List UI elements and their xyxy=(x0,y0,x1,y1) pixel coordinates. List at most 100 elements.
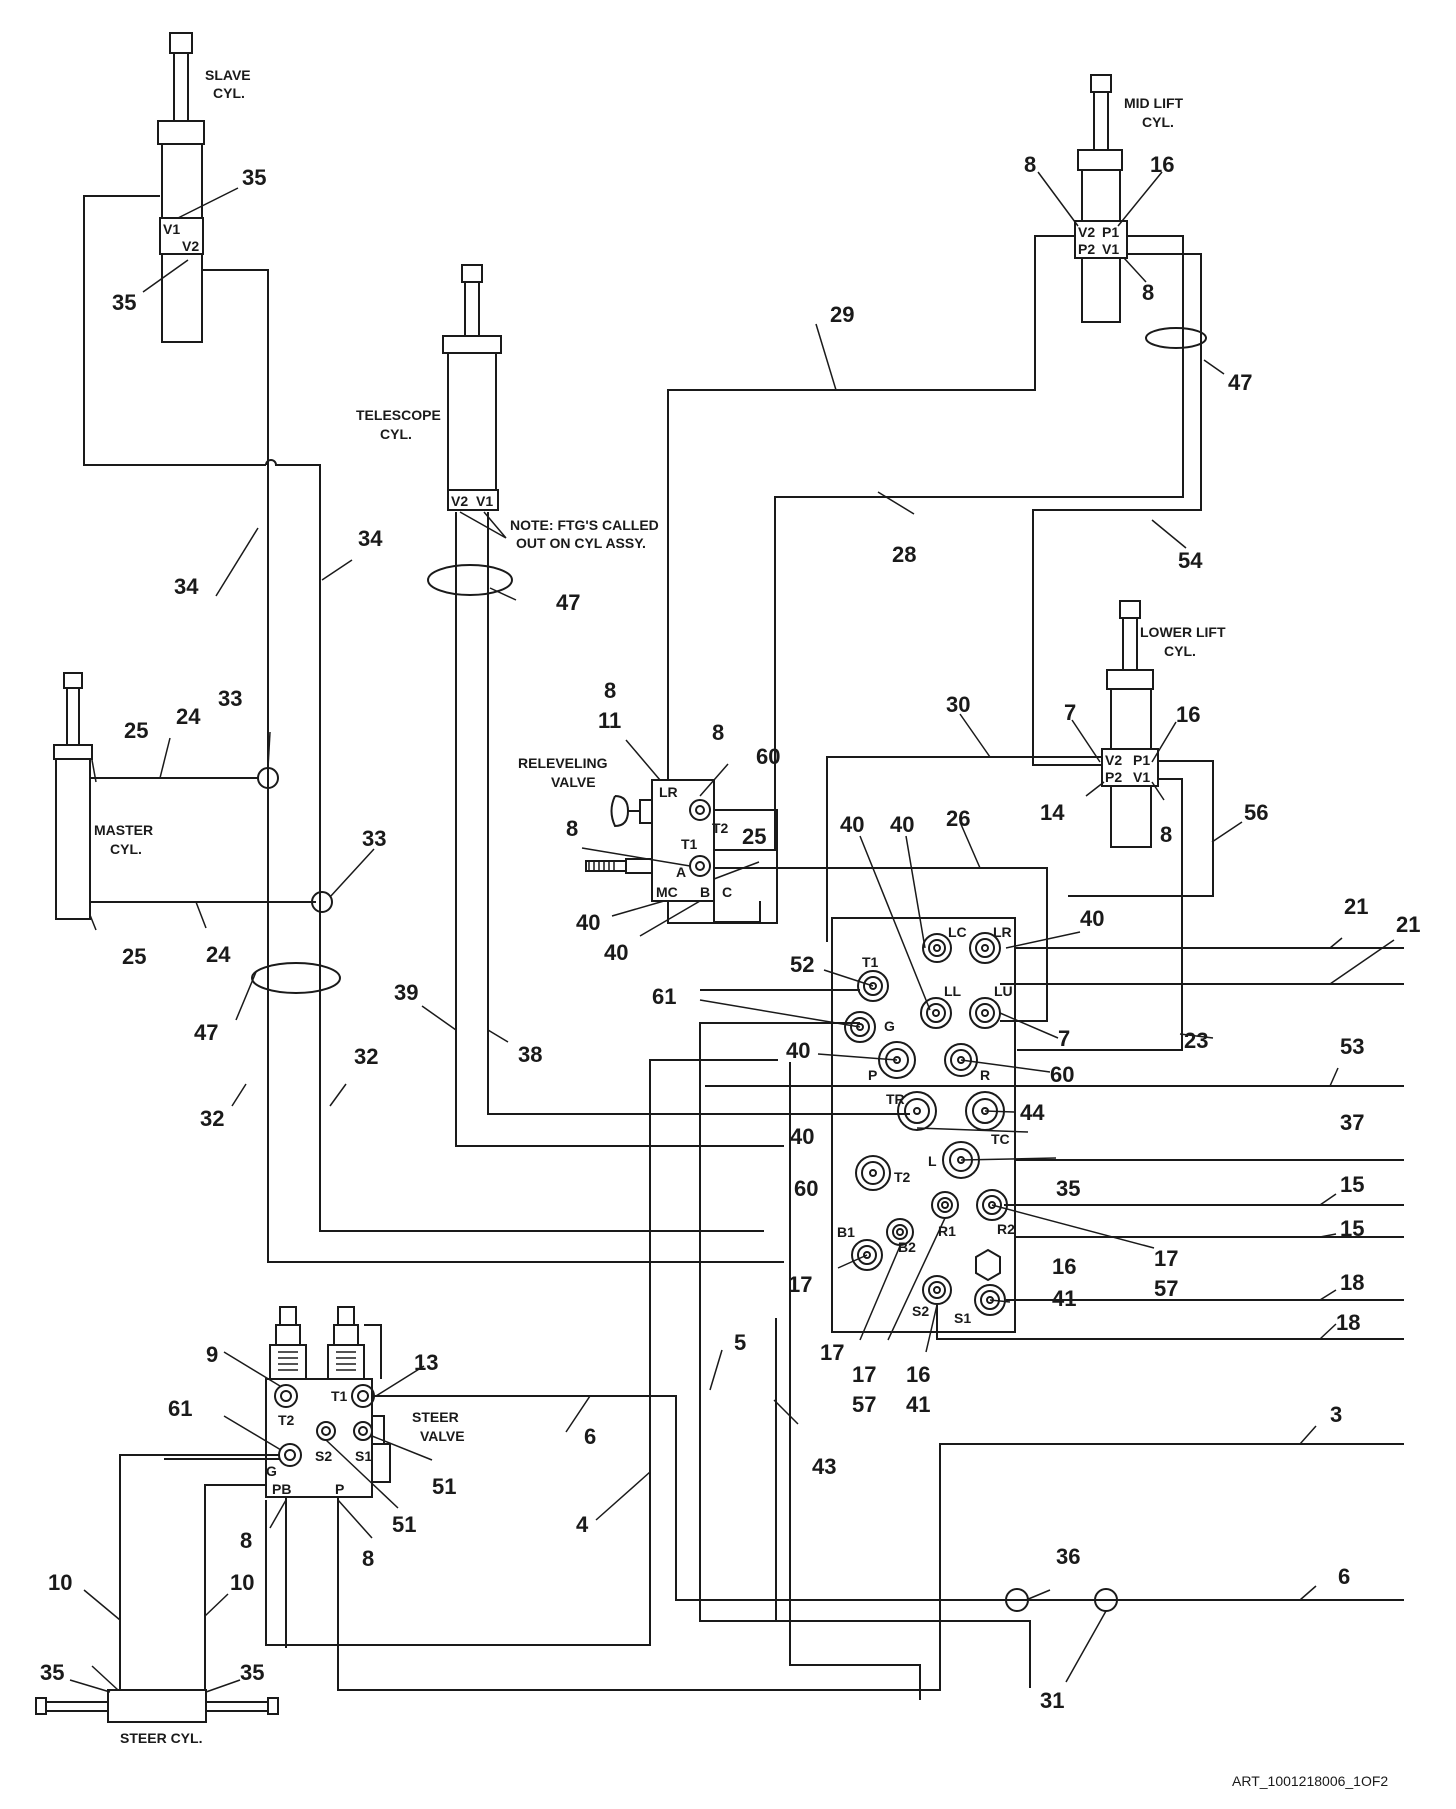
callout-number: 26 xyxy=(946,806,970,831)
callout-number: 33 xyxy=(218,686,242,711)
callout-number: 32 xyxy=(200,1106,224,1131)
callout-number: 37 xyxy=(1340,1110,1364,1135)
callout-number: 51 xyxy=(432,1474,456,1499)
port-label: T2 xyxy=(894,1169,911,1185)
callout-number: 40 xyxy=(576,910,600,935)
callout-number: 57 xyxy=(852,1392,876,1417)
port-label: B1 xyxy=(837,1224,855,1240)
callout-number: 8 xyxy=(604,678,616,703)
slave-cyl-label: CYL. xyxy=(213,85,245,101)
callout-number: 40 xyxy=(604,940,628,965)
callout-number: 60 xyxy=(794,1176,818,1201)
port-label: T2 xyxy=(278,1412,295,1428)
callout-number: 61 xyxy=(168,1396,192,1421)
callout-number: 47 xyxy=(194,1020,218,1045)
port-label: P2 xyxy=(1078,241,1095,257)
port-label: R xyxy=(980,1067,990,1083)
callout-number: 13 xyxy=(414,1350,438,1375)
callout-number: 8 xyxy=(712,720,724,745)
releveling-valve: LR T2 T1 A MC B C RELEVELING VALVE xyxy=(518,755,732,902)
callout-number: 17 xyxy=(820,1340,844,1365)
port-label: LL xyxy=(944,983,962,999)
callout-number: 35 xyxy=(112,290,136,315)
master-cyl-label: MASTER xyxy=(94,822,153,838)
callout-number: 51 xyxy=(392,1512,416,1537)
callout-number: 15 xyxy=(1340,1216,1364,1241)
port-label: P xyxy=(335,1481,344,1497)
leader-lines xyxy=(69,171,1395,1693)
callout-number: 29 xyxy=(830,302,854,327)
port-label: PB xyxy=(272,1481,291,1497)
callout-number: 16 xyxy=(906,1362,930,1387)
callout-number: 25 xyxy=(122,944,146,969)
callout-number: 52 xyxy=(790,952,814,977)
port-label: T1 xyxy=(331,1388,348,1404)
releveling-valve-label: RELEVELING xyxy=(518,755,608,771)
callout-number: 44 xyxy=(1020,1100,1045,1125)
callout-number: 32 xyxy=(354,1044,378,1069)
callout-number: 34 xyxy=(174,574,199,599)
port-label: LU xyxy=(994,983,1013,999)
callout-number: 31 xyxy=(1040,1688,1064,1713)
callout-number: 9 xyxy=(206,1342,218,1367)
lower-lift-cyl-label: CYL. xyxy=(1164,643,1196,659)
callout-number: 8 xyxy=(1024,152,1036,177)
callout-number: 41 xyxy=(1052,1286,1076,1311)
lower-lift-cyl-label: LOWER LIFT xyxy=(1140,624,1226,640)
callout-number: 40 xyxy=(840,812,864,837)
port-label: P1 xyxy=(1102,224,1119,240)
callout-number: 8 xyxy=(566,816,578,841)
steer-cylinder: STEER CYL. xyxy=(35,1689,279,1746)
master-cylinder: MASTER CYL. xyxy=(53,672,153,920)
steer-valve: T2 T1 G S2 S1 PB P STEER VALVE xyxy=(265,1306,465,1498)
steer-cyl-label: STEER CYL. xyxy=(120,1730,202,1746)
callout-number: 33 xyxy=(362,826,386,851)
callout-number: 35 xyxy=(1056,1176,1080,1201)
callout-number: 11 xyxy=(598,708,621,733)
callout-number: 34 xyxy=(358,526,383,551)
callout-number: 3 xyxy=(1330,1402,1342,1427)
callout-number: 56 xyxy=(1244,800,1268,825)
callout-number: 18 xyxy=(1340,1270,1364,1295)
callout-number: 10 xyxy=(230,1570,254,1595)
callout-number: 47 xyxy=(556,590,580,615)
port-label: V2 xyxy=(182,238,199,254)
port-label: V1 xyxy=(163,221,180,237)
callout-number: 28 xyxy=(892,542,916,567)
callout-number: 8 xyxy=(362,1546,374,1571)
callout-number: 61 xyxy=(652,984,676,1009)
port-label: G xyxy=(266,1463,277,1479)
callout-number: 10 xyxy=(48,1570,72,1595)
callout-number: 16 xyxy=(1150,152,1174,177)
port-label: V2 xyxy=(1105,752,1122,768)
port-label: B2 xyxy=(898,1239,916,1255)
port-label: L xyxy=(928,1153,937,1169)
callout-number: 16 xyxy=(1176,702,1200,727)
port-label: R2 xyxy=(997,1221,1015,1237)
port-label: LC xyxy=(948,924,967,940)
port-label: S1 xyxy=(355,1448,372,1464)
callout-number: 6 xyxy=(1338,1564,1350,1589)
mid-lift-cyl-label: CYL. xyxy=(1142,114,1174,130)
callout-number: 14 xyxy=(1040,800,1065,825)
callout-number: 54 xyxy=(1178,548,1203,573)
callout-number: 17 xyxy=(788,1272,812,1297)
steer-valve-label: STEER xyxy=(412,1409,459,1425)
port-label: TC xyxy=(991,1131,1010,1147)
port-label: V2 xyxy=(1078,224,1095,240)
callout-number: 8 xyxy=(1142,280,1154,305)
callout-number: 57 xyxy=(1154,1276,1178,1301)
port-label: T1 xyxy=(681,836,698,852)
callout-number: 16 xyxy=(1052,1254,1076,1279)
mid-lift-cyl-label: MID LIFT xyxy=(1124,95,1184,111)
port-label: T1 xyxy=(862,954,879,970)
port-label: S2 xyxy=(315,1448,332,1464)
releveling-valve-label: VALVE xyxy=(551,774,596,790)
port-label: A xyxy=(676,864,686,880)
callout-number: 4 xyxy=(576,1512,589,1537)
steer-valve-label: VALVE xyxy=(420,1428,465,1444)
callout-number: 36 xyxy=(1056,1544,1080,1569)
port-label: G xyxy=(884,1018,895,1034)
callout-number: 15 xyxy=(1340,1172,1364,1197)
